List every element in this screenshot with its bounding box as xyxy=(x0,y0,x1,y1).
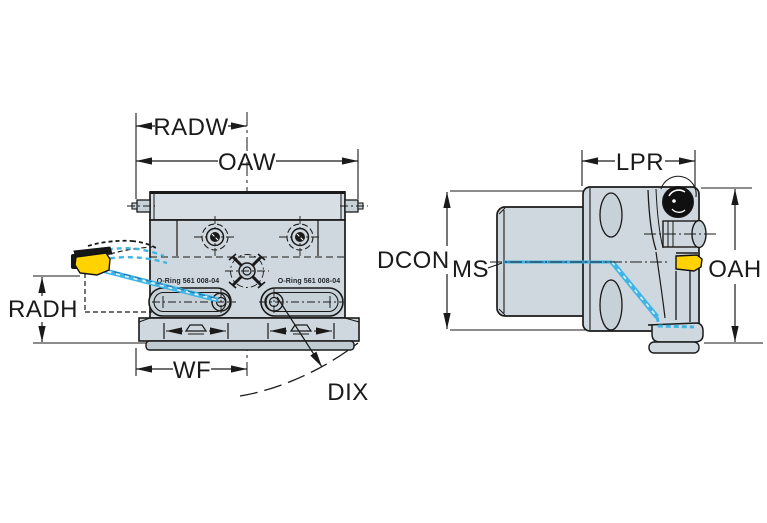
coolant-jets xyxy=(89,247,219,303)
dim-radw: RADW xyxy=(136,114,247,141)
dim-dix: DIX xyxy=(239,296,369,406)
dim-label-oah: OAH xyxy=(708,256,762,283)
hidden-tool-outline xyxy=(84,239,157,313)
oring-label-left: O-Ring 561 008-04 xyxy=(157,278,219,285)
cutting-insert-right-view xyxy=(675,252,703,322)
dim-oah: OAH xyxy=(708,189,762,342)
dim-wf: WF xyxy=(136,357,247,384)
head-bottom-cap xyxy=(648,341,700,354)
oring-label-right: O-Ring 561 008-04 xyxy=(278,278,340,285)
dim-label-dcon: DCON xyxy=(377,247,450,274)
head-lower-lip xyxy=(647,322,704,343)
side-pin-left xyxy=(127,199,155,213)
dim-label-radh: RADH xyxy=(8,296,78,323)
bolt-hole-left xyxy=(194,216,236,258)
dim-label-radw: RADW xyxy=(153,114,228,141)
clamp-screw xyxy=(660,175,697,218)
bottom-strip xyxy=(145,340,355,351)
adjuster-symbol-left xyxy=(163,323,229,339)
dim-label-lpr: LPR xyxy=(616,149,664,176)
dim-radh: RADH xyxy=(8,277,78,342)
adjuster-symbol-right xyxy=(267,323,335,339)
coolant-nozzle-port xyxy=(644,219,716,249)
center-star-feature xyxy=(225,253,269,289)
dim-dcon: DCON xyxy=(377,192,451,329)
dim-ms: MS xyxy=(452,256,503,283)
dim-label-ms: MS xyxy=(452,256,489,283)
bolt-hole-right xyxy=(279,216,321,258)
dim-label-dix: DIX xyxy=(327,379,369,406)
cutting-insert-left-view xyxy=(71,246,113,276)
bottom-flange xyxy=(138,317,360,342)
dim-lpr: LPR xyxy=(582,149,695,176)
relief-ellipse-bottom xyxy=(599,279,623,331)
dim-oaw: OAW xyxy=(136,149,358,176)
side-pin-right xyxy=(340,199,368,213)
dim-label-wf: WF xyxy=(173,357,211,384)
relief-ellipse-top xyxy=(599,192,623,238)
right-view-extension-lines xyxy=(450,150,763,344)
coolant-slot-right xyxy=(259,287,344,317)
right-view: DCON MS LPR OAH xyxy=(377,149,763,354)
left-view: RADW OAW xyxy=(8,112,369,406)
dim-label-oaw: OAW xyxy=(218,149,276,176)
